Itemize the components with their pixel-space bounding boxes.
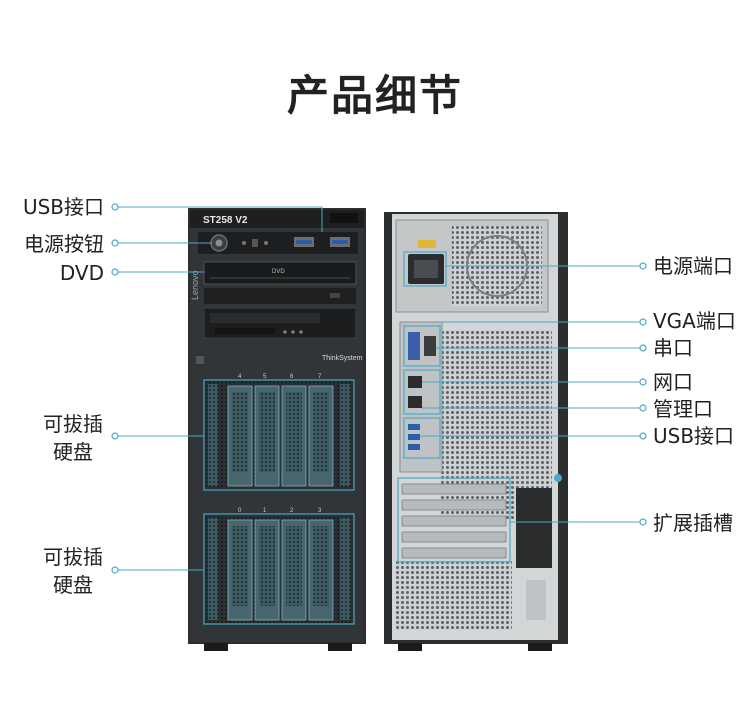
lenovo-side-logo: Lenovo bbox=[190, 270, 200, 300]
callout-lines bbox=[118, 206, 640, 571]
svg-text:0: 0 bbox=[238, 508, 242, 514]
front-server: ST258 V2 Lenovo DVD ThinkSystem bbox=[188, 208, 366, 651]
vga-port-icon bbox=[408, 332, 420, 360]
svg-text:3: 3 bbox=[318, 508, 322, 514]
svg-text:4: 4 bbox=[238, 374, 242, 380]
callout-dots bbox=[111, 203, 647, 574]
label-hotswap-upper: 可拔插 硬盘 bbox=[28, 410, 118, 466]
label-usb-front: USB接口 bbox=[22, 195, 104, 219]
svg-text:5: 5 bbox=[263, 374, 267, 380]
label-management: 管理口 bbox=[653, 397, 713, 421]
upper-drive-bays bbox=[227, 385, 334, 487]
page-title: 产品细节 bbox=[286, 71, 463, 120]
front-model-label: ST258 V2 bbox=[203, 215, 248, 226]
expansion-slots-area bbox=[397, 477, 511, 563]
svg-text:2: 2 bbox=[290, 508, 294, 514]
management-port-icon bbox=[408, 396, 422, 408]
label-serial: 串口 bbox=[653, 336, 693, 360]
thinksystem-badge: ThinkSystem bbox=[322, 355, 363, 362]
upper-drive-cage: 4 5 6 7 bbox=[203, 374, 355, 491]
svg-text:6: 6 bbox=[290, 374, 294, 380]
label-hotswap-upper-line2: 硬盘 bbox=[53, 440, 93, 464]
dvd-logo: DVD bbox=[272, 269, 285, 275]
serial-port-icon bbox=[424, 336, 436, 356]
label-hotswap-lower-line1: 可拔插 bbox=[43, 545, 103, 569]
callout-line-usb bbox=[118, 206, 323, 232]
label-hotswap-lower: 可拔插 硬盘 bbox=[28, 543, 118, 599]
label-network: 网口 bbox=[653, 370, 693, 394]
label-hotswap-upper-line1: 可拔插 bbox=[43, 412, 103, 436]
lower-drive-cage: 0 1 2 3 bbox=[203, 508, 355, 625]
label-dvd: DVD bbox=[59, 261, 104, 285]
label-vga: VGA端口 bbox=[653, 309, 736, 333]
label-expansion-slots: 扩展插槽 bbox=[653, 511, 733, 535]
lower-drive-bays bbox=[227, 519, 334, 621]
label-power-button: 电源按钮 bbox=[24, 232, 104, 256]
label-usb-rear: USB接口 bbox=[653, 424, 735, 448]
svg-text:7: 7 bbox=[318, 374, 322, 380]
label-hotswap-lower-line2: 硬盘 bbox=[53, 573, 93, 597]
label-power-port: 电源端口 bbox=[653, 254, 733, 278]
svg-text:1: 1 bbox=[263, 508, 267, 514]
network-port-icon bbox=[408, 376, 422, 388]
rear-usb-port-icon bbox=[408, 424, 420, 430]
rear-server bbox=[384, 212, 568, 651]
